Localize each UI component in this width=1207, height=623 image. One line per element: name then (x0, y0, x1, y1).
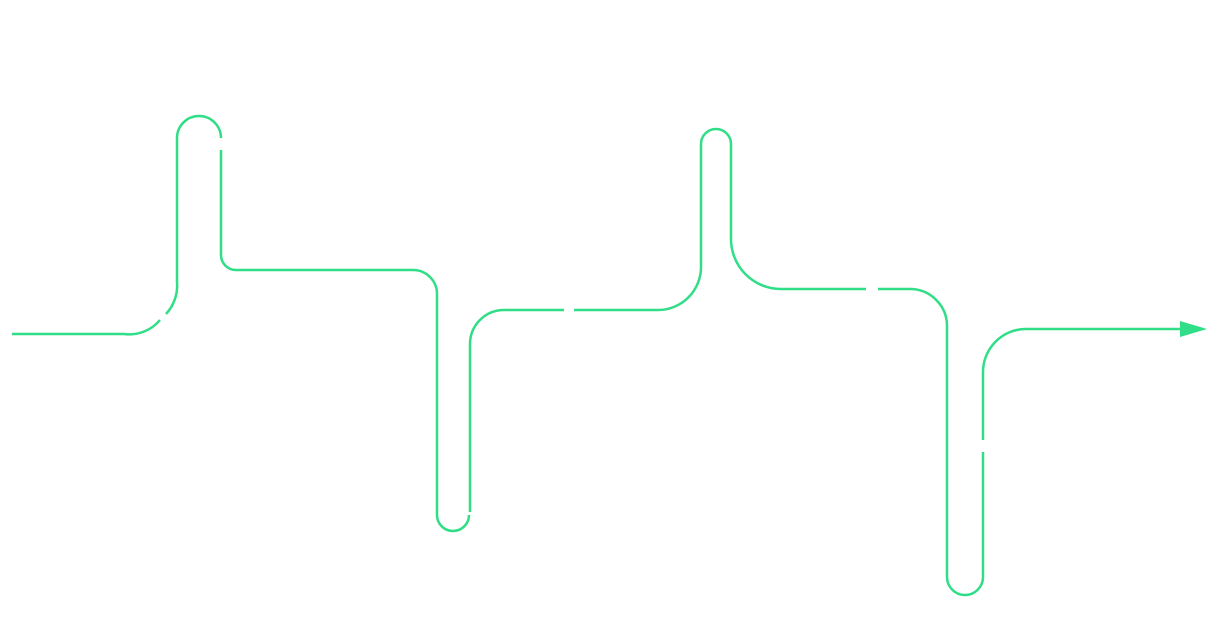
track-segment-lead-in (12, 319, 161, 336)
track-segment-first-drop (219, 150, 471, 533)
track-segment-second-plateau-a (468, 308, 564, 512)
track-segment-second-drop (878, 287, 985, 597)
connector-track (12, 114, 1182, 597)
track-segment-first-riser (165, 114, 223, 315)
track-segment-final-run (981, 327, 1182, 440)
arrowhead-icon (1180, 321, 1207, 337)
track-segment-second-riser (574, 127, 866, 312)
